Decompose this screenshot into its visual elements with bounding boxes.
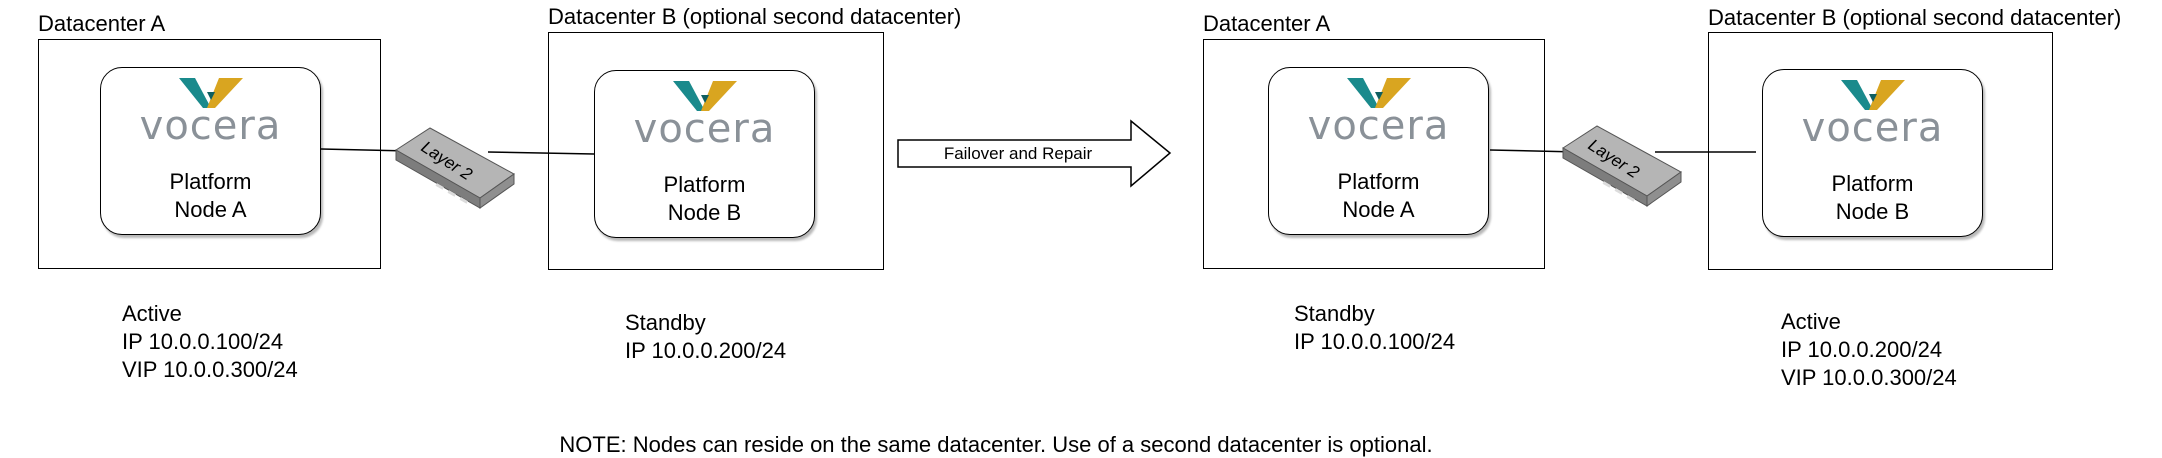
datacenter-a-box xyxy=(38,39,381,269)
datacenter-b-box xyxy=(548,32,884,270)
vocera-v-icon xyxy=(178,78,243,108)
vocera-v-icon xyxy=(1346,78,1411,108)
vocera-wordmark: vocera xyxy=(139,103,282,149)
datacenter-b-title: Datacenter B (optional second datacenter… xyxy=(548,4,962,29)
status-ip: IP 10.0.0.100/24 xyxy=(122,329,284,354)
datacenter-a-title: Datacenter A xyxy=(1203,11,1331,36)
status-ip: IP 10.0.0.200/24 xyxy=(625,338,787,363)
link-node-a-to-switch xyxy=(320,148,411,152)
platform-node-a: vocera Platform Node A xyxy=(1268,67,1489,235)
datacenter-a-title: Datacenter A xyxy=(38,11,166,36)
status-role: Active xyxy=(122,301,182,326)
status-vip: VIP 10.0.0.300/24 xyxy=(1781,365,1957,390)
node-label-line1: Platform xyxy=(663,172,746,197)
node-label-line2: Node A xyxy=(174,197,247,222)
vocera-logo: vocera xyxy=(1763,80,1982,151)
datacenter-a-box xyxy=(1203,39,1545,269)
layer2-switch: Layer 2 xyxy=(1562,125,1682,207)
node-a-status: Active IP 10.0.0.100/24 VIP 10.0.0.300/2… xyxy=(122,300,298,384)
vocera-wordmark: vocera xyxy=(1801,105,1944,151)
status-role: Active xyxy=(1781,309,1841,334)
layer2-switch: Layer 2 xyxy=(395,127,515,209)
node-label-line2: Node A xyxy=(1342,197,1415,222)
vocera-v-icon xyxy=(672,81,737,111)
vocera-wordmark: vocera xyxy=(1307,103,1450,149)
platform-node-a: vocera Platform Node A xyxy=(100,67,321,235)
node-label-line2: Node B xyxy=(1835,199,1910,224)
status-role: Standby xyxy=(1294,301,1375,326)
node-b-status: Active IP 10.0.0.200/24 VIP 10.0.0.300/2… xyxy=(1781,308,1957,392)
vocera-logo: vocera xyxy=(101,78,320,149)
node-label-line2: Node B xyxy=(667,200,742,225)
vocera-wordmark: vocera xyxy=(633,106,776,152)
node-a-status: Standby IP 10.0.0.100/24 xyxy=(1294,300,1455,356)
platform-node-b: vocera Platform Node B xyxy=(594,70,815,238)
vocera-logo: vocera xyxy=(1269,78,1488,149)
node-label-line1: Platform xyxy=(169,169,252,194)
datacenter-b-box xyxy=(1708,32,2053,270)
footnote: NOTE: Nodes can reside on the same datac… xyxy=(559,432,1433,457)
platform-node-b: vocera Platform Node B xyxy=(1762,69,1983,237)
status-ip: IP 10.0.0.200/24 xyxy=(1781,337,1943,362)
status-vip: VIP 10.0.0.300/24 xyxy=(122,357,298,382)
failover-arrow: Failover and Repair xyxy=(897,119,1172,188)
link-switch-to-node-b xyxy=(487,151,595,155)
datacenter-b-title: Datacenter B (optional second datacenter… xyxy=(1708,5,2122,30)
node-b-status: Standby IP 10.0.0.200/24 xyxy=(625,309,786,365)
failover-arrow-label: Failover and Repair xyxy=(944,144,1093,163)
node-label-line1: Platform xyxy=(1831,171,1914,196)
vocera-v-icon xyxy=(1840,80,1905,110)
status-role: Standby xyxy=(625,310,706,335)
node-label-line1: Platform xyxy=(1337,169,1420,194)
vocera-logo: vocera xyxy=(595,81,814,152)
status-ip: IP 10.0.0.100/24 xyxy=(1294,329,1456,354)
